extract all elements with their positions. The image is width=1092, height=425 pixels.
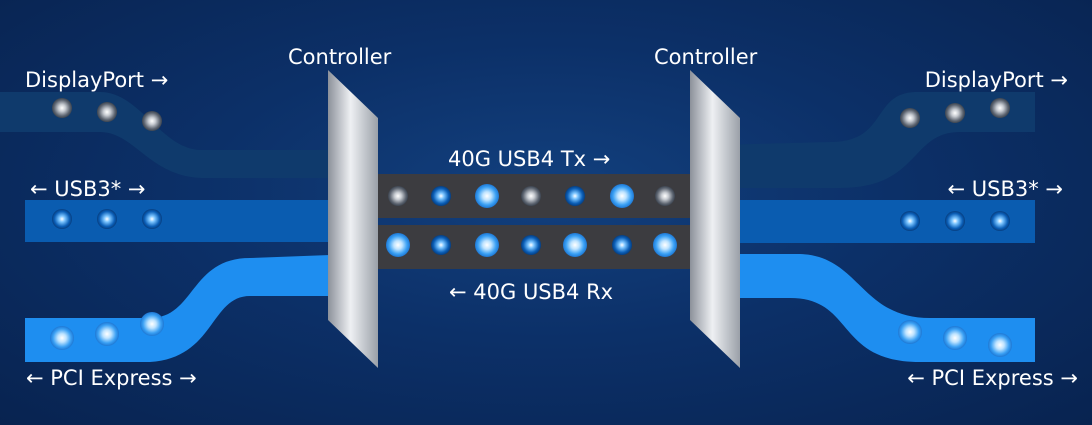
signal-dot xyxy=(990,211,1010,231)
signal-dot xyxy=(988,333,1012,357)
signal-dot xyxy=(900,108,920,128)
displayport-lane-right xyxy=(715,91,1035,188)
signal-dot xyxy=(521,235,541,255)
signal-dot xyxy=(900,211,920,231)
displayport-left-label: DisplayPort → xyxy=(25,68,169,92)
controller-right-label: Controller xyxy=(654,45,758,69)
signal-dot xyxy=(431,186,451,206)
signal-dot xyxy=(563,233,587,257)
usb4-tx-label: 40G USB4 Tx → xyxy=(448,147,611,171)
signal-dot xyxy=(431,235,451,255)
usb3-left-label: ← USB3* → xyxy=(30,177,146,201)
usb4-rx-label: ← 40G USB4 Rx xyxy=(449,280,614,304)
signal-dot xyxy=(142,111,162,131)
controller-left xyxy=(328,70,378,368)
pci-express-left-label: ← PCI Express → xyxy=(26,366,197,390)
signal-dot xyxy=(386,233,410,257)
usb3-lane-left xyxy=(25,200,330,242)
signal-dot xyxy=(655,186,675,206)
usb3-lane-right xyxy=(715,200,1035,243)
displayport-right-label: DisplayPort → xyxy=(924,68,1068,92)
signal-dot xyxy=(95,322,119,346)
signal-dot xyxy=(945,103,965,123)
signal-dots xyxy=(50,98,1012,357)
signal-dot xyxy=(97,102,117,122)
signal-dot xyxy=(943,326,967,350)
signal-dot xyxy=(945,211,965,231)
signal-dot xyxy=(610,184,634,208)
signal-dot xyxy=(565,186,585,206)
usb3-right-label: ← USB3* → xyxy=(947,177,1063,201)
controller-right xyxy=(690,70,740,368)
signal-dot xyxy=(140,312,164,336)
signal-dot xyxy=(52,209,72,229)
displayport-lane-left xyxy=(0,92,330,178)
signal-dot xyxy=(612,235,632,255)
signal-dot xyxy=(475,184,499,208)
pci-express-right-label: ← PCI Express → xyxy=(907,366,1078,390)
pci-express-lane-right xyxy=(715,254,1035,362)
signal-dot xyxy=(898,320,922,344)
controller-left-label: Controller xyxy=(288,45,392,69)
signal-dot xyxy=(52,98,72,118)
signal-dot xyxy=(990,98,1010,118)
signal-dot xyxy=(653,233,677,257)
signal-dot xyxy=(475,233,499,257)
signal-dot xyxy=(521,186,541,206)
signal-dot xyxy=(50,326,74,350)
signal-dot xyxy=(97,209,117,229)
signal-dot xyxy=(142,209,162,229)
signal-dot xyxy=(388,186,408,206)
